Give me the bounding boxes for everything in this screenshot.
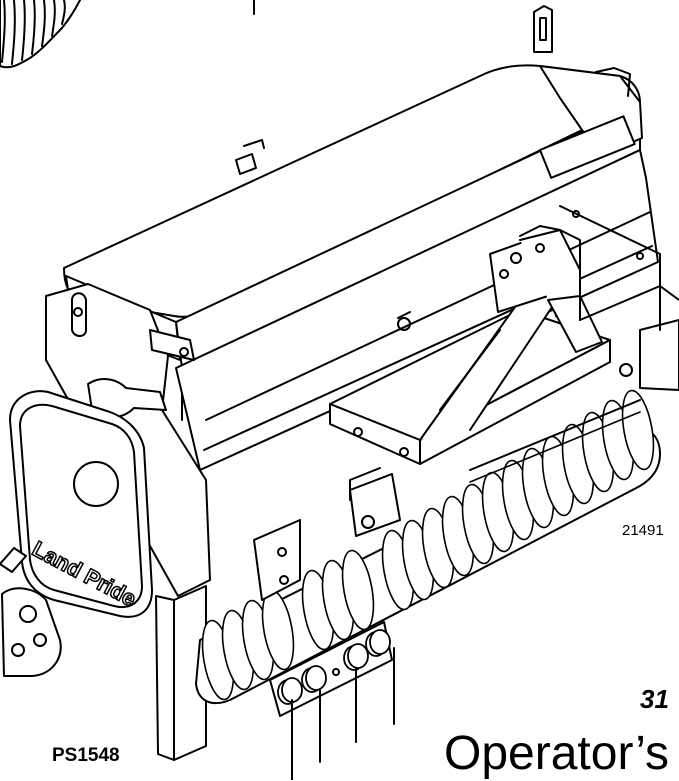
hopper-body	[63, 64, 659, 471]
spike-roller	[195, 389, 661, 705]
hitch-frame	[329, 205, 679, 465]
partial-roller-top-left	[0, 0, 81, 69]
document-title: Operator’s I	[444, 727, 679, 780]
figure-number: 21491	[622, 522, 664, 539]
part-number: PS1548	[52, 745, 120, 766]
spring-bracket	[253, 467, 401, 780]
drive-housing	[0, 390, 207, 761]
model-number: 31	[640, 684, 669, 714]
